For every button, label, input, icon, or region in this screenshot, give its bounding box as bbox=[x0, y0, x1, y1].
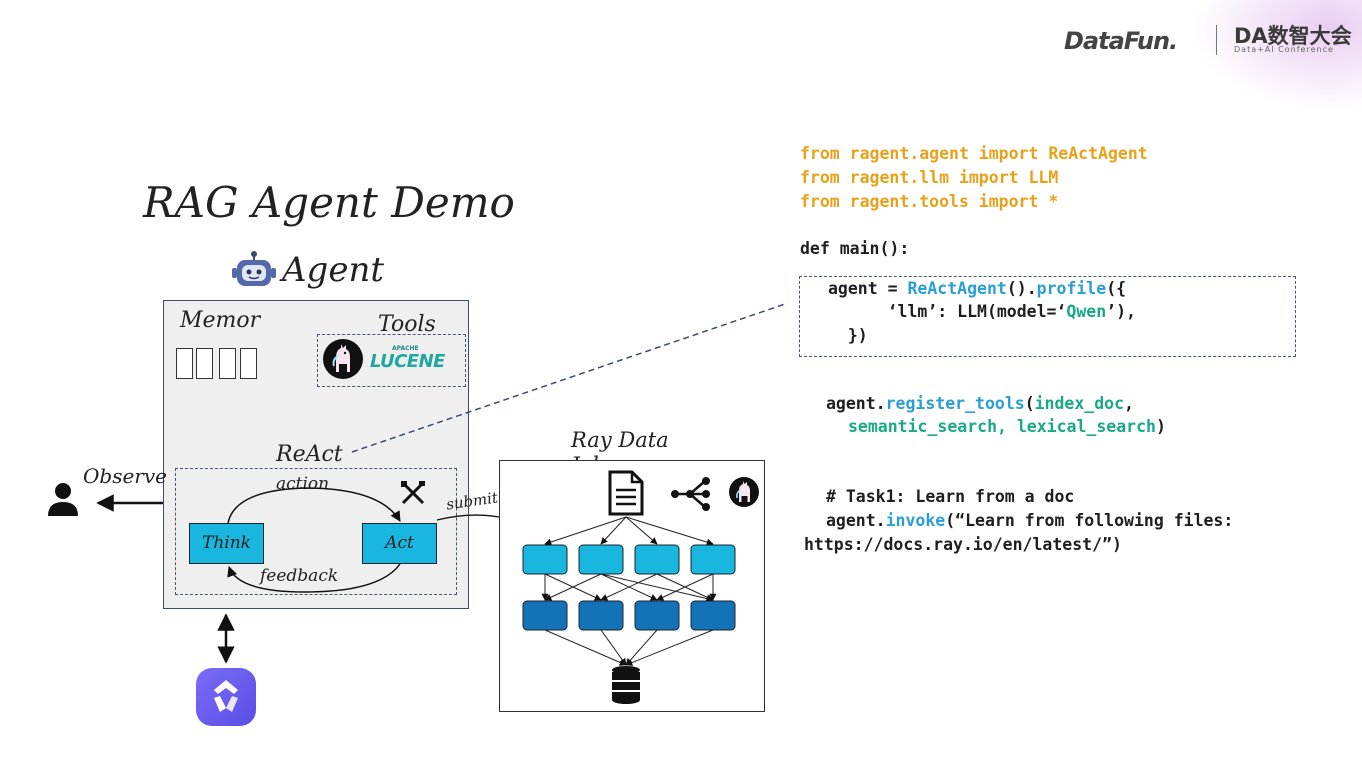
code-register-line-2: semantic_search, lexical_search) bbox=[848, 417, 1166, 436]
llm-app-icon bbox=[196, 668, 256, 726]
action-arrow bbox=[227, 487, 401, 524]
observe-label: Observe bbox=[83, 464, 167, 488]
graph-nodes-icon bbox=[671, 477, 710, 511]
dag-node-light bbox=[634, 544, 680, 575]
code-register-line: agent.register_tools(index_doc, bbox=[826, 394, 1134, 413]
dag-node-light bbox=[578, 544, 624, 575]
code-agent-line: agent = ReActAgent().profile({ bbox=[828, 279, 1127, 298]
corner-glow bbox=[1192, 0, 1362, 110]
da-logo-subtitle: Data+AI Conference bbox=[1234, 45, 1334, 54]
feedback-arrow bbox=[227, 563, 401, 593]
llama-icon bbox=[323, 339, 363, 379]
feedback-label: feedback bbox=[260, 566, 339, 586]
slide-title: RAG Agent Demo bbox=[143, 178, 515, 227]
code-import-3: from ragent.tools import * bbox=[800, 192, 1059, 211]
dag-node-light bbox=[522, 544, 568, 575]
datafun-logo: DataFun. bbox=[1064, 27, 1178, 55]
code-close-line: }) bbox=[828, 326, 868, 345]
dag-edges bbox=[541, 516, 717, 666]
act-node: Act bbox=[362, 523, 437, 564]
react-box bbox=[175, 468, 457, 595]
ray-job-label-line1: Ray Data bbox=[571, 428, 669, 452]
llama-icon bbox=[729, 477, 759, 507]
user-icon bbox=[48, 483, 78, 516]
code-llm-line: ‘llm’: LLM(model=‘Qwen’), bbox=[828, 302, 1136, 321]
code-profile-frame bbox=[799, 276, 1296, 357]
da-logo: DA数智大会 bbox=[1234, 24, 1352, 48]
submit-line bbox=[436, 514, 500, 521]
dag-node-dark bbox=[522, 600, 568, 631]
memory-cell bbox=[240, 348, 257, 379]
memory-cell bbox=[176, 348, 193, 379]
dag-node-dark bbox=[690, 600, 736, 631]
memory-cell bbox=[196, 348, 213, 379]
code-invoke-url: https://docs.ray.io/en/latest/”) bbox=[804, 535, 1122, 554]
code-task-comment: # Task1: Learn from a doc bbox=[826, 487, 1075, 506]
dag-node-dark bbox=[634, 600, 680, 631]
robot-icon bbox=[232, 251, 276, 286]
code-def-main: def main(): bbox=[800, 239, 910, 258]
think-node: Think bbox=[189, 523, 264, 564]
logo-divider bbox=[1216, 25, 1217, 55]
dag-node-light bbox=[690, 544, 736, 575]
document-icon bbox=[608, 470, 644, 516]
react-label: ReAct bbox=[276, 442, 343, 467]
memory-label: Memor bbox=[180, 308, 261, 333]
memory-cell bbox=[219, 348, 236, 379]
leader-line bbox=[351, 303, 786, 453]
crossed-tools-icon bbox=[401, 481, 425, 505]
tools-label: Tools bbox=[378, 312, 436, 337]
code-invoke-line: agent.invoke(“Learn from following files… bbox=[826, 511, 1234, 530]
code-import-1: from ragent.agent import ReActAgent bbox=[800, 144, 1148, 163]
lucene-apache: APACHE bbox=[392, 345, 419, 352]
database-icon bbox=[612, 666, 640, 704]
lucene-logo: LUCENE bbox=[370, 351, 445, 372]
code-import-2: from ragent.llm import LLM bbox=[800, 168, 1059, 187]
agent-label: Agent bbox=[282, 250, 384, 290]
tools-box bbox=[317, 334, 466, 387]
dag-node-dark bbox=[578, 600, 624, 631]
